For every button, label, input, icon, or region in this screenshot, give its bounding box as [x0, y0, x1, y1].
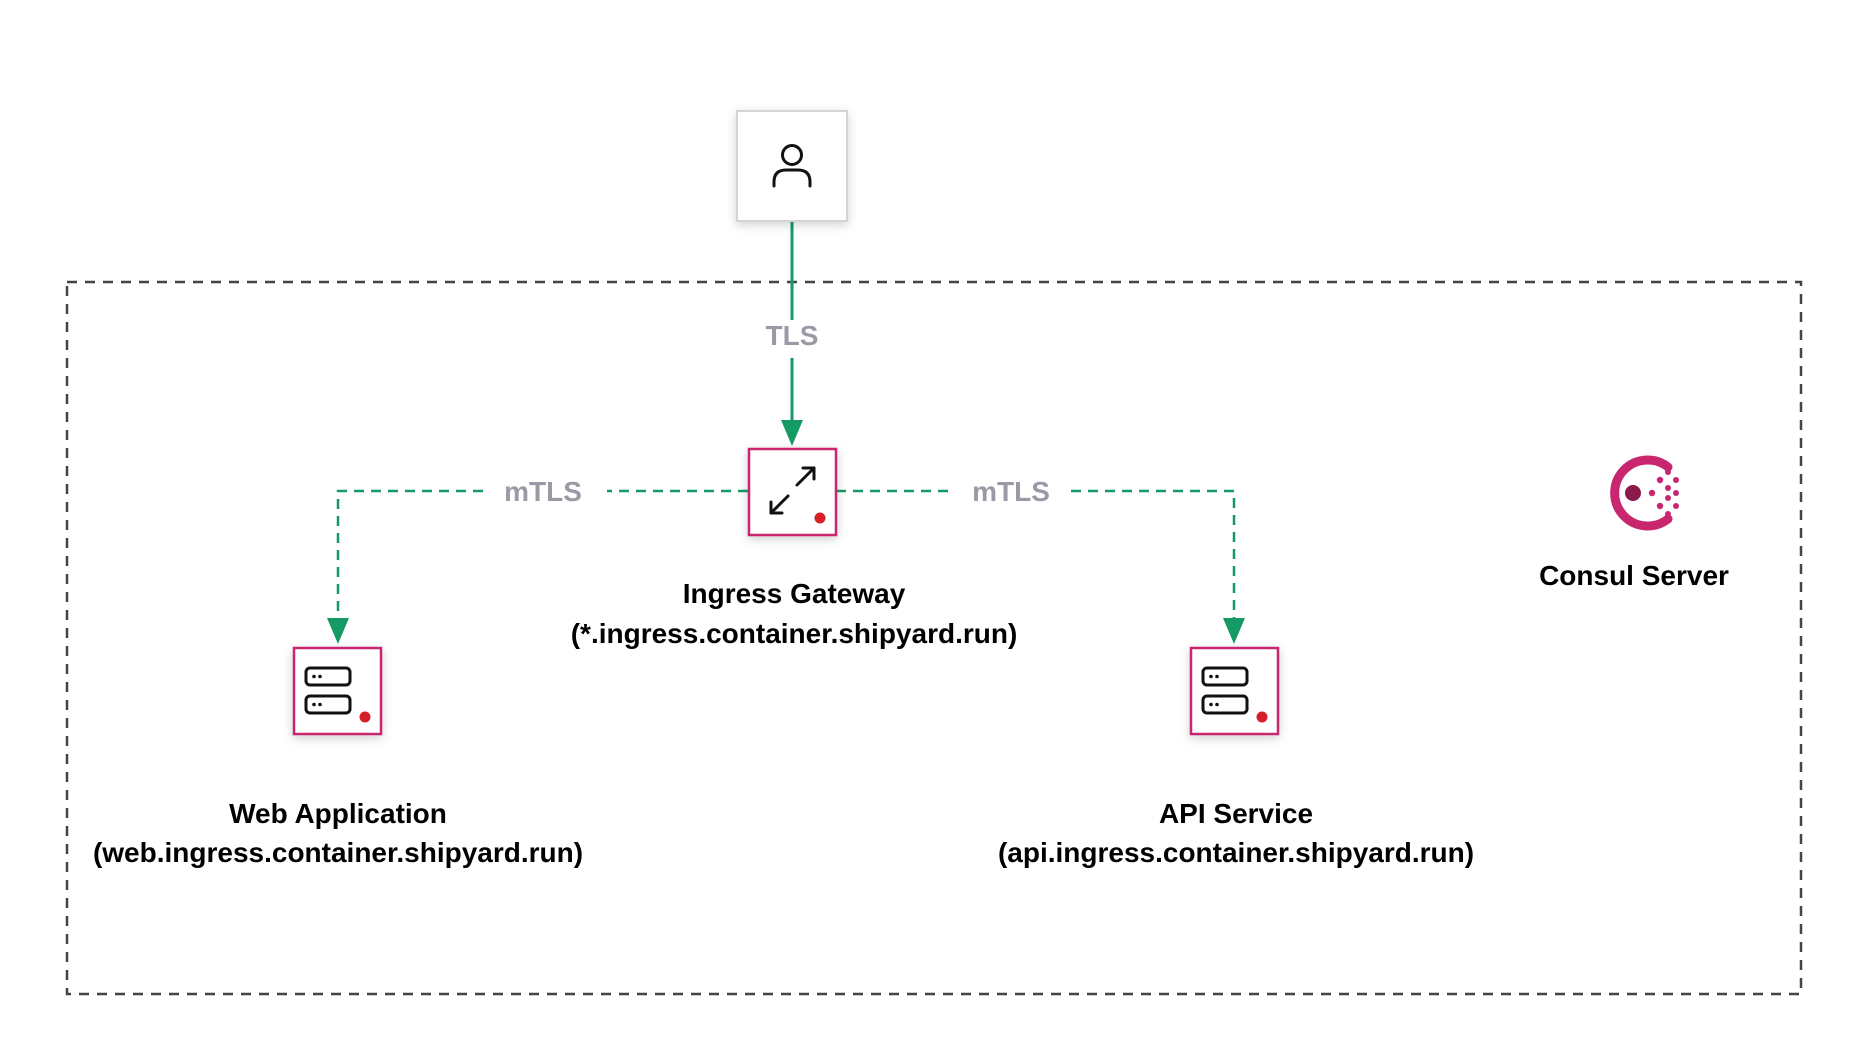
- arrowhead-down-icon: [1223, 618, 1245, 644]
- edge-tls: TLS: [766, 222, 819, 446]
- arrowhead-down-icon: [781, 420, 803, 446]
- web-application-title: Web Application: [229, 798, 447, 829]
- status-dot: [814, 512, 826, 524]
- web-application-subtitle: (web.ingress.container.shipyard.run): [93, 837, 583, 868]
- ingress-gateway-title: Ingress Gateway: [683, 578, 906, 609]
- edge-label-mtls-api: mTLS: [972, 476, 1050, 507]
- arrows-expand-icon: [769, 466, 816, 515]
- web-application-node[interactable]: [292, 646, 383, 736]
- consul-logo-icon: [1610, 455, 1679, 531]
- ingress-gateway-subtitle: (*.ingress.container.shipyard.run): [571, 618, 1018, 649]
- server-icon: [304, 666, 352, 715]
- arrowhead-down-icon: [327, 618, 349, 644]
- server-icon: [1201, 666, 1249, 715]
- api-service-subtitle: (api.ingress.container.shipyard.run): [998, 837, 1474, 868]
- edge-label-tls: TLS: [766, 320, 819, 351]
- api-service-title: API Service: [1159, 798, 1313, 829]
- edge-mtls-web: mTLS: [327, 476, 748, 644]
- edge-label-mtls-web: mTLS: [504, 476, 582, 507]
- ingress-gateway-node[interactable]: [747, 447, 838, 537]
- status-dot: [359, 711, 371, 723]
- edge-mtls-api: mTLS: [836, 476, 1245, 644]
- status-dot: [1256, 711, 1268, 723]
- consul-server-title: Consul Server: [1539, 560, 1729, 591]
- server-led-icon: [1209, 674, 1219, 707]
- user-icon: [772, 144, 812, 188]
- server-led-icon: [312, 674, 322, 707]
- api-service-node[interactable]: [1189, 646, 1280, 736]
- cluster-boundary: [65, 280, 1803, 996]
- consul-server-node[interactable]: [1610, 455, 1679, 531]
- user-node[interactable]: [736, 110, 848, 222]
